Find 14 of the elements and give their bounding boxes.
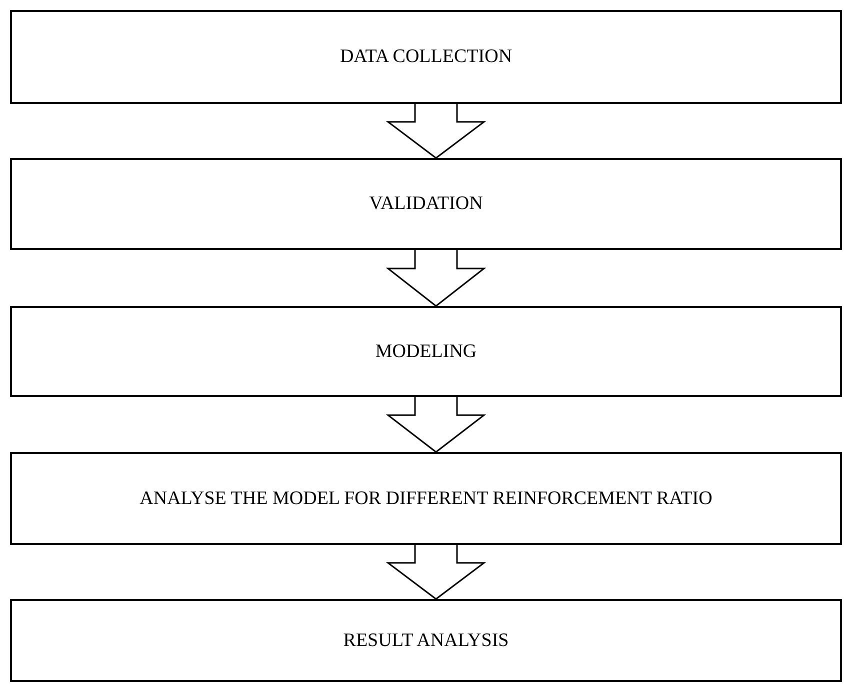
step-label: DATA COLLECTION [340, 46, 512, 68]
step-label: ANALYSE THE MODEL FOR DIFFERENT REINFORCEMENT RATIO [140, 488, 712, 510]
process-box [10, 599, 842, 682]
block-arrow [386, 396, 486, 453]
block-arrow [386, 103, 486, 159]
process-box [10, 306, 842, 397]
step-label: VALIDATION [369, 193, 483, 215]
step-label: MODELING [375, 340, 477, 362]
process-box [10, 452, 842, 545]
step-label: RESULT ANALYSIS [343, 630, 509, 652]
process-box [10, 158, 842, 250]
block-arrow [386, 249, 486, 307]
process-box [10, 10, 842, 104]
block-arrow [386, 544, 486, 600]
